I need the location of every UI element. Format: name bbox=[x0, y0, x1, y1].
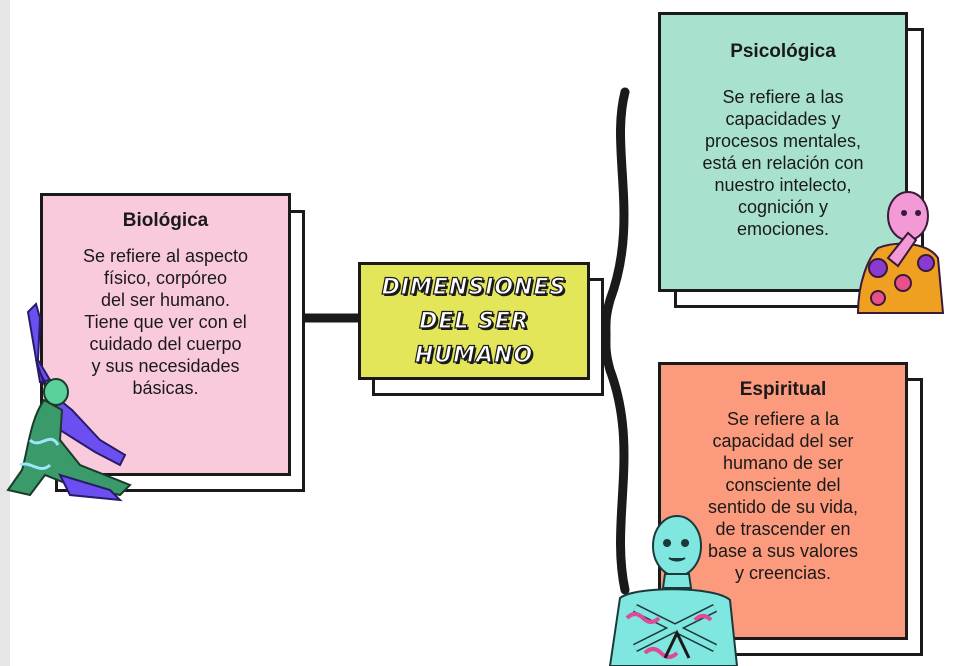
psicologica-card: Psicológica Se refiere a las capacidades… bbox=[658, 12, 908, 292]
biologica-line-7: básicas. bbox=[132, 377, 199, 398]
biologica-line-1: Se refiere al aspecto bbox=[82, 246, 249, 266]
psicologica-line-3: procesos mentales, bbox=[704, 130, 862, 151]
espiritual-line-6: de trascender en bbox=[715, 518, 851, 539]
dancing-figure-illustration bbox=[6, 302, 132, 502]
biologica-title: Biológica bbox=[122, 210, 209, 231]
biologica-card: Biológica Se refiere al aspecto físico, … bbox=[40, 193, 291, 476]
left-edge-strip bbox=[0, 0, 10, 666]
center-card: DIMENSIONES DEL SER HUMANO bbox=[358, 262, 590, 380]
biologica-line-6: y sus necesidades bbox=[91, 355, 240, 376]
psicologica-line-6: cognición y bbox=[737, 196, 829, 217]
thinking-figure-illustration bbox=[856, 191, 945, 314]
psicologica-line-4: está en relación con bbox=[702, 152, 864, 173]
psicologica-line-7: emociones. bbox=[736, 218, 830, 239]
espiritual-card: Espiritual Se refiere a la capacidad del… bbox=[658, 362, 908, 640]
psicologica-line-1: Se refiere a las bbox=[722, 87, 844, 107]
psicologica-line-5: nuestro intelecto, bbox=[714, 174, 852, 195]
espiritual-line-5: sentido de su vida, bbox=[707, 496, 859, 517]
espiritual-title: Espiritual bbox=[739, 379, 827, 400]
meditating-figure-illustration bbox=[608, 515, 739, 666]
right-brace bbox=[601, 87, 630, 595]
espiritual-line-7: base a sus valores bbox=[707, 540, 859, 561]
biologica-line-2: físico, corpóreo bbox=[103, 267, 228, 288]
espiritual-line-8: y creencias. bbox=[734, 562, 832, 583]
biologica-line-3: del ser humano. bbox=[100, 289, 231, 310]
center-title-line-1: DIMENSIONES bbox=[381, 274, 567, 300]
espiritual-line-4: consciente del bbox=[725, 474, 841, 495]
espiritual-line-3: humano de ser bbox=[722, 452, 844, 473]
psicologica-line-2: capacidades y bbox=[725, 108, 841, 129]
center-title-line-2: DEL SER bbox=[419, 308, 529, 334]
espiritual-line-1: Se refiere a la bbox=[726, 409, 840, 429]
espiritual-line-2: capacidad del ser bbox=[712, 430, 854, 451]
center-title-line-3: HUMANO bbox=[414, 342, 534, 368]
biologica-line-4: Tiene que ver con el bbox=[84, 311, 247, 332]
biologica-line-5: cuidado del cuerpo bbox=[89, 333, 242, 354]
psicologica-title: Psicológica bbox=[730, 41, 836, 62]
